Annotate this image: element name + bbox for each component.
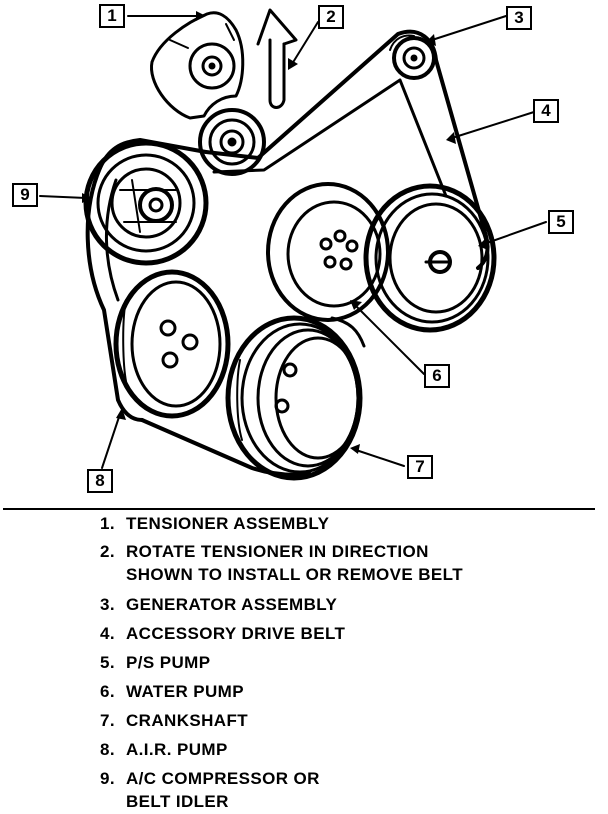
legend-text: WATER PUMP [126,682,244,701]
leader-lines [39,15,547,469]
ac-compressor-pulley [83,140,209,266]
callout-4: 4 [533,99,559,123]
legend-item-1: 1. TENSIONER ASSEMBLY [100,512,329,535]
separator-rule [3,508,595,510]
legend-number: 9. [100,769,115,788]
legend-text: CRANKSHAFT [126,711,249,730]
accessory-drive-belt [85,29,490,477]
legend-text: ROTATE TENSIONER IN DIRECTION SHOWN TO I… [126,542,463,584]
ps-pump-pulley [363,183,497,333]
generator-pulley [389,34,436,80]
legend-text: P/S PUMP [126,653,211,672]
legend-number: 7. [100,711,115,730]
callout-8: 8 [87,469,113,493]
callout-9: 9 [12,183,38,207]
legend-item-5: 5. P/S PUMP [100,651,210,674]
legend-item-9: 9. A/C COMPRESSOR OR BELT IDLER [100,767,320,813]
tensioner-assembly [150,11,245,120]
legend-text: A/C COMPRESSOR OR BELT IDLER [126,769,320,811]
callout-5: 5 [548,210,574,234]
legend-item-4: 4. ACCESSORY DRIVE BELT [100,622,345,645]
air-pump-pulley [113,269,231,419]
belt-routing-diagram: 1 2 3 4 5 6 7 8 9 [12,4,574,493]
callout-3: 3 [506,6,532,30]
legend-item-2: 2. ROTATE TENSIONER IN DIRECTION SHOWN T… [100,540,463,586]
callout-1: 1 [99,4,125,28]
belt-diagram-drawing [39,8,547,481]
rotate-direction-arrow [256,8,298,109]
legend-number: 1. [100,514,115,533]
callout-7: 7 [407,455,433,479]
legend-number: 3. [100,595,115,614]
legend-number: 5. [100,653,115,672]
legend-number: 6. [100,682,115,701]
callout-6: 6 [424,364,450,388]
legend-text: GENERATOR ASSEMBLY [126,595,338,614]
legend-number: 2. [100,542,115,561]
legend-number: 4. [100,624,115,643]
legend-number: 8. [100,740,115,759]
leader-arrowheads [82,11,488,454]
legend-item-3: 3. GENERATOR ASSEMBLY [100,593,337,616]
legend-text: TENSIONER ASSEMBLY [126,514,330,533]
crankshaft-pulley [225,315,363,481]
legend-text: A.I.R. PUMP [126,740,228,759]
water-pump-pulley [266,182,390,322]
legend-item-7: 7. CRANKSHAFT [100,709,248,732]
legend-item-6: 6. WATER PUMP [100,680,244,703]
legend-text: ACCESSORY DRIVE BELT [126,624,346,643]
legend-item-8: 8. A.I.R. PUMP [100,738,228,761]
callout-2: 2 [318,5,344,29]
tensioner-pulley [198,108,266,176]
